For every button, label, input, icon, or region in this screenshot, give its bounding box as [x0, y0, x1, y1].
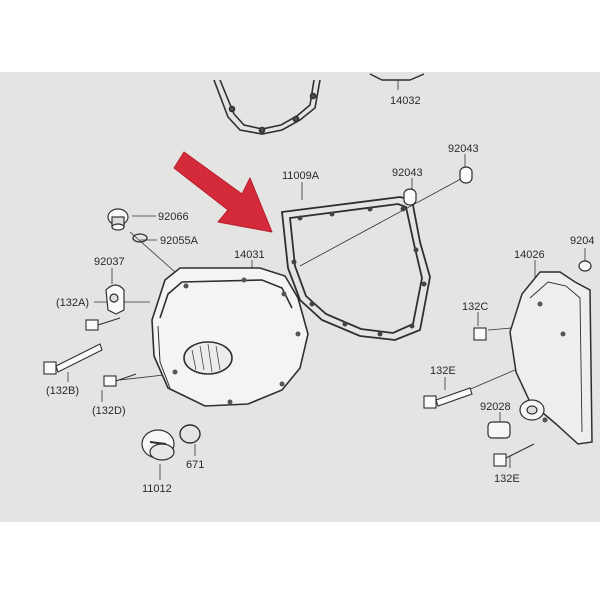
plug-92066 — [107, 208, 129, 231]
bolt-132D — [103, 373, 137, 387]
part-labels: 14032 92 11009A 92043 92043 92066 92055A… — [46, 95, 594, 495]
bolt-132E-a — [423, 387, 473, 409]
clamp-92037 — [105, 284, 125, 315]
label-14032: 14032 — [390, 95, 421, 107]
label-92037: 92037 — [94, 256, 125, 268]
label-14026: 14026 — [514, 249, 545, 261]
red-arrow-icon — [173, 151, 273, 233]
top-cover — [369, 73, 425, 90]
label-132C: 132C — [462, 301, 488, 313]
dowel-92043-b — [459, 166, 473, 184]
cap-11012 — [141, 429, 175, 461]
parts-diagram: 14032 92 11009A 92043 92043 92066 92055A… — [43, 73, 594, 495]
label-92055A: 92055A — [160, 235, 199, 247]
cover-14031 — [151, 267, 309, 407]
label-671: 671 — [186, 459, 204, 471]
label-92066: 92066 — [158, 211, 189, 223]
dowel-9204 — [578, 260, 592, 272]
label-132E-a: 132E — [430, 365, 456, 377]
bushing-92028 — [487, 399, 545, 439]
cover-14026 — [509, 271, 593, 445]
dowel-92043-a — [403, 188, 417, 206]
bolt-132C — [473, 327, 487, 341]
bolt-132E-b — [493, 443, 535, 467]
label-92028: 92028 — [480, 401, 511, 413]
diagram-photo: 14032 92 11009A 92043 92043 92066 92055A… — [0, 72, 600, 522]
label-132E-b: 132E — [494, 473, 520, 485]
label-92043-a: 92043 — [392, 167, 423, 179]
bolt-132A — [85, 317, 121, 331]
oring-671 — [179, 424, 201, 444]
label-11012: 11012 — [142, 483, 172, 495]
bolt-132B — [43, 343, 103, 375]
label-14031: 14031 — [234, 249, 265, 261]
label-132A: (132A) — [56, 297, 89, 309]
label-9204: 9204 — [570, 235, 594, 247]
top-gasket — [213, 79, 321, 135]
label-11009A: 11009A — [282, 170, 320, 182]
label-132B: (132B) — [46, 385, 79, 397]
oring-92055A — [132, 233, 148, 243]
label-92043-b: 92043 — [448, 143, 479, 155]
label-132D: (132D) — [92, 405, 126, 417]
